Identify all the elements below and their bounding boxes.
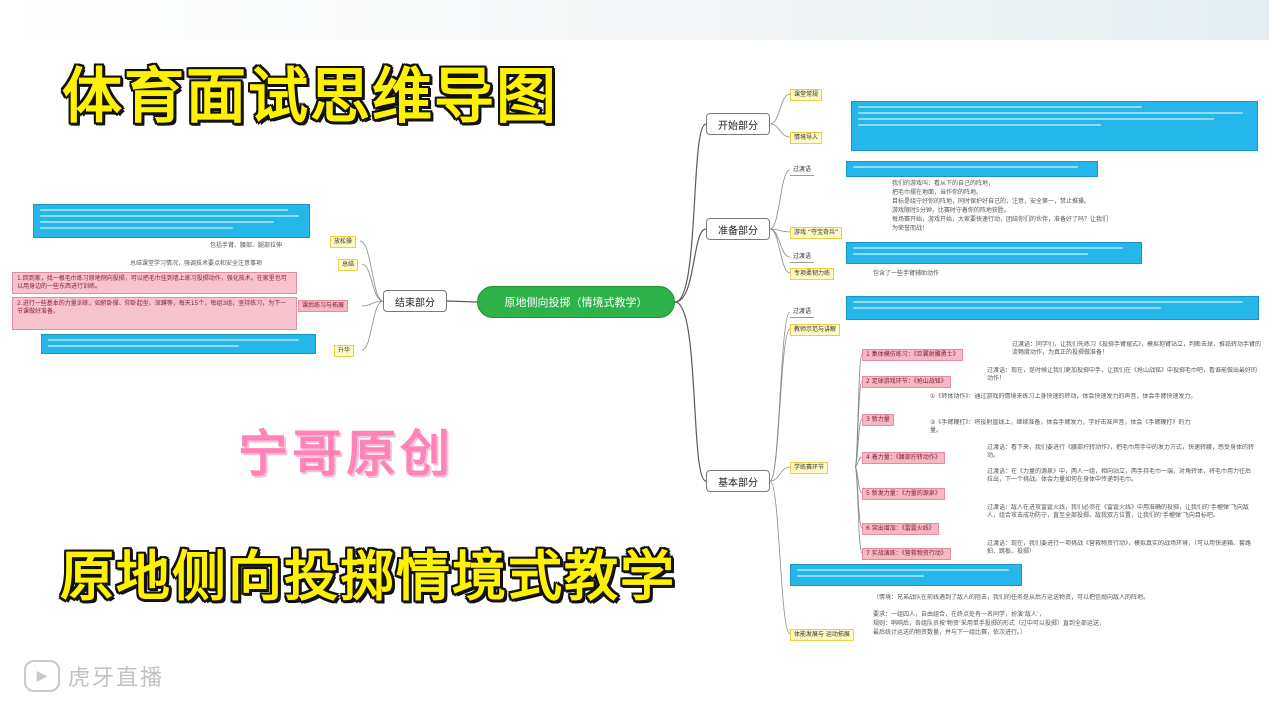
tag-prep-transition-2[interactable]: 过渡语 [790,252,815,263]
tag-elevation[interactable]: 升华 [334,345,355,357]
tag-situation-intro[interactable]: 情境导入 [790,132,823,144]
tag-learn-practice[interactable]: 学练赛环节 [790,462,829,474]
prep-game-line: 为荣誉而战！ [892,225,929,232]
overlay-subtitle: 原地侧向投掷情境式教学 [60,545,676,608]
end-elevation-block [41,334,316,354]
tag-game-treasure[interactable]: 游戏 “夺宝奇兵” [790,227,843,239]
basic-transition-block [846,296,1259,320]
prep-game-line: 每场赛开始，游戏开始，大家要快速行动，团结你们的伙伴，准备好了吗？让我们 [892,216,1109,223]
tag-teacher-demo[interactable]: 教师示范与讲解 [790,324,841,336]
branch-start-label: 开始部分 [718,120,758,132]
branch-end-label: 结束部分 [395,297,435,309]
overlay-title: 体育面试思维导图 [62,62,558,132]
step-2[interactable]: 2 足球游戏环节：《抢山战铭》 [862,376,951,388]
homework-item-1: 1.回到家，找一根毛巾练习原地侧向投掷，可以把毛巾挂到墙上练习投掷动作，强化技术… [12,272,297,294]
branch-prep-label: 准备部分 [718,225,758,237]
fitness-line: 规则：哨响后，各组队员按‘物资’采用单手投掷的形式（过中可以投掷）直到全部运送， [873,620,1105,627]
prep-game-line: 把毛巾摆在地面，当作你的阵地。 [892,189,983,196]
step-4[interactable]: 4 着力量：《腰部拧转动作》 [862,452,945,464]
step-3-note-a: ①《转体动作》：通过游戏的情境来练习上身快速的转动，体会快速发力的声音，体会手臂… [930,393,1197,400]
original-badge: 宁哥原创 [238,425,454,483]
step-1-note: 过渡语：同学们，让我们先练习《投掷手臂摆式》，模拟抱臂站立，判断击球，推铅转动手… [1012,341,1262,356]
watermark: ▶ 虎牙直播 [24,660,164,692]
basic-summary-block [790,564,1022,586]
root-label: 原地侧向投掷（情境式教学） [504,296,648,309]
mindmap-root-node[interactable]: 原地侧向投掷（情境式教学） [477,286,675,318]
tag-prep-transition-1[interactable]: 过渡语 [790,165,815,176]
fitness-line: 最后统计运送的物资数量，并与下一组比赛，依次进行。） [873,629,1027,636]
top-background-bar [0,0,1269,40]
end-summary-line-1: 包括手臂、腰部、腿部拉伸 [210,242,283,249]
tag-class-routine[interactable]: 课堂常规 [790,89,823,101]
tag-basic-transition[interactable]: 过渡语 [790,307,815,318]
step-3-note-b: ②《手臂鞭打》：将投射直线上，继续准备，体会手臂发力，学好击准声音，体会《手臂鞭… [930,419,1191,434]
step-2-note: 过渡语：现在，是时候让我们更加投掷中手，让我们在《抢山战铭》中投掷毛巾吧，看谁能… [987,367,1258,382]
step-6[interactable]: 6 突出增加：《雷霆火线》 [862,523,939,535]
step-5[interactable]: 5 新发力量：《力量的源泉》 [862,488,945,500]
prep-transition-block-2 [846,242,1142,264]
video-logo-icon: ▶ [24,660,60,692]
step-3[interactable]: 3 新力量 [862,414,894,426]
branch-basic[interactable]: 基本部分 [706,470,770,492]
branch-basic-label: 基本部分 [718,477,758,489]
branch-end[interactable]: 结束部分 [383,290,447,312]
step-1[interactable]: 1 集体模仿练习：《巨翼射雕勇士》 [862,349,963,361]
start-text-block [851,101,1258,151]
tag-summary[interactable]: 总结 [338,259,359,271]
tag-special-flex[interactable]: 专项柔韧力练 [790,268,835,280]
step-7-note: 过渡语：现在，我们要进行一项挑战《营救物资行动》，模拟真实的战场环境，（可以用快… [987,540,1252,555]
end-relax-block [33,204,310,238]
tag-relax[interactable]: 放松操 [330,236,357,248]
prep-game-line: 游戏限时5分钟，比赛时守着你的阵地获胜。 [892,207,1010,214]
tag-fitness[interactable]: 体能发展与 运动拓展 [790,629,854,641]
branch-start[interactable]: 开始部分 [706,113,770,135]
end-summary-line-2: 总结课堂学习情况，强调技术要点和安全注意事项 [130,260,263,267]
prep-game-line: 我们的游戏叫：看从下的自己的阵地， [892,180,995,187]
step-7[interactable]: 7 实战演练：《营救物资行动》 [862,548,951,560]
watermark-text: 虎牙直播 [68,666,165,691]
homework-item-2: 2.进行一些基本的力量训练，如俯卧撑、仰卧起坐、深蹲等，每天15个，每组3组，坚… [12,297,297,330]
tag-homework[interactable]: 课后练习与拓展 [298,300,349,312]
prep-transition-block [846,161,1098,177]
fitness-line: 要求：一组四人，自由组合，在终点处有一名同学，扮演‘敌人’， [873,611,1045,618]
fitness-line: （情境：兄弟战队在前线遇到了敌人的阻击，我们的任务是从后方运送物资，可以把信抛向… [873,594,1150,601]
prep-drill-note: 包含了一些手臂辅助动作 [873,270,940,277]
step-4-note: 过渡语：看下来，我们要进行《腰部拧转动作》，把毛巾用手中的发力方式，快速转腰，感… [987,444,1255,459]
prep-game-line: 目标是绕守好你的阵地，同时保护好自己的，注意，安全第一，禁止推搡。 [892,198,1091,205]
step-6-note: 过渡语：敌人在进攻雷霆火线，我们必须在《雷霆火线》中用准确的投掷，让我们的‘手榴… [987,504,1249,519]
branch-prep[interactable]: 准备部分 [706,218,770,240]
step-5-note: 过渡语：在《力量的源泉》中，两人一组，相向站立，两手持毛巾一端，对角转体，将毛巾… [987,468,1252,483]
